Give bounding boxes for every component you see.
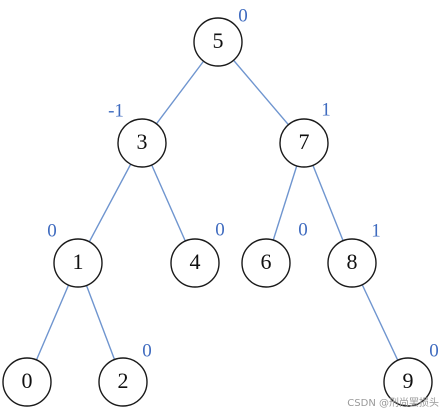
balance-factor-2: 0 xyxy=(142,340,152,361)
node-label: 6 xyxy=(261,249,272,274)
balance-factor-4: 0 xyxy=(215,219,225,240)
tree-node-0: 0 xyxy=(2,357,52,407)
node-label: 8 xyxy=(347,249,358,274)
tree-edges xyxy=(26,41,409,383)
balance-factor-7: 1 xyxy=(321,99,331,120)
balance-factor-5: 0 xyxy=(238,5,248,26)
node-label: 5 xyxy=(213,28,224,53)
node-circle xyxy=(383,357,433,407)
node-circle xyxy=(279,118,329,168)
node-label: 2 xyxy=(118,368,129,393)
node-circle xyxy=(117,118,167,168)
node-circle xyxy=(2,357,52,407)
node-circle xyxy=(193,17,243,67)
tree-node-4: 4 xyxy=(170,238,220,288)
node-circle xyxy=(98,357,148,407)
tree-node-6: 6 xyxy=(241,238,291,288)
node-label: 1 xyxy=(73,249,84,274)
node-label: 7 xyxy=(299,129,310,154)
tree-node-2: 2 xyxy=(98,357,148,407)
node-label: 9 xyxy=(403,368,414,393)
balance-factor-1: 0 xyxy=(47,220,57,241)
tree-node-1: 1 xyxy=(53,238,103,288)
node-circle xyxy=(170,238,220,288)
node-circle xyxy=(327,238,377,288)
tree-node-8: 8 xyxy=(327,238,377,288)
tree-node-7: 7 xyxy=(279,118,329,168)
tree-node-9: 9 xyxy=(383,357,433,407)
balance-factor-8: 1 xyxy=(371,220,381,241)
node-circle xyxy=(53,238,103,288)
node-label: 0 xyxy=(22,368,33,393)
balance-factor-3: -1 xyxy=(108,100,124,121)
tree-node-5: 5 xyxy=(193,17,243,67)
balance-factor-6: 0 xyxy=(298,219,308,240)
node-label: 3 xyxy=(137,129,148,154)
tree-node-3: 3 xyxy=(117,118,167,168)
node-circle xyxy=(241,238,291,288)
balance-factor-9: 0 xyxy=(429,340,439,361)
watermark: CSDN @刑尚罢损头 xyxy=(347,398,439,409)
node-label: 4 xyxy=(190,249,201,274)
